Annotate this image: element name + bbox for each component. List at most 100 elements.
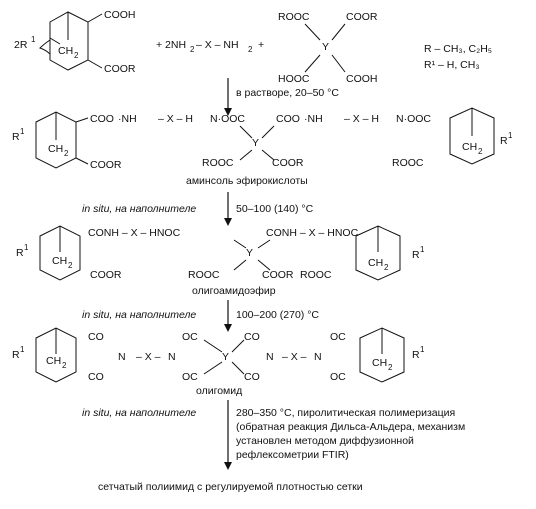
ch2-r3-sub: 2 [384,263,389,272]
ch2-bridge: CH [58,45,73,57]
amine-subscript: 2 [190,45,195,54]
ch2-right-sub: 2 [478,147,483,156]
step4-condition-line-2: (обратная реакция Дильса-Альдера, механи… [236,421,465,433]
ch2-subscript: 2 [74,51,79,60]
r1-r4-sup: 1 [420,345,425,354]
rooc-l3: ROOC [188,269,220,281]
final-product: сетчатый полиимид с регулируемой плотнос… [98,481,363,493]
x-chain-right: – X – H [344,113,379,125]
amine-subscript-2: 2 [248,45,253,54]
r1-right-sup: 1 [508,131,513,140]
central-y: Y [322,41,329,53]
r1-r3: R [412,249,420,261]
nh3-left: ·NH [118,113,137,125]
amine-salt: R 1 CH 2 COO ·NH – X – H N·OOC COOR Y RO… [12,107,513,171]
cooh-group: COOH [104,9,136,21]
r1-l3: R [16,247,24,259]
legend-r: R – CH₃, C₂H₅ [424,43,492,55]
arrow-head-3 [224,324,232,332]
amine-mid: – X – NH [196,39,239,51]
nh3-right: ·NH [304,113,323,125]
r1-left: R [12,131,20,143]
coor-l3: COOR [90,269,122,281]
ch2-left: CH [48,143,63,155]
n-r4b: N [314,351,322,363]
step1-condition: в растворе, 20–50 °C [236,87,339,99]
step2-condition-right: 50–100 (140) °C [236,203,314,215]
ch2-l4: CH [46,355,61,367]
coor-top-right: COOR [346,11,378,23]
oligoimide: R 1 CH 2 CO CO N – X – N OC OC Y CO CO N… [12,327,425,383]
step4-condition-line-1: 280–350 °C, пиролитическая полимеризация [236,407,455,419]
ch2-r4: CH [372,357,387,369]
oligoamidoester: R 1 CH 2 CONH – X – HNOC COOR Y ROOC COO… [16,225,425,281]
coor-l3-right: COOR [262,269,294,281]
n-r4: N [266,351,274,363]
product-label-3: олигомид [196,385,242,397]
plus-sign: + [258,39,264,51]
coor-group: COOR [104,63,136,75]
ch2-r4-sub: 2 [388,363,393,372]
r1-l4-sup: 1 [20,345,25,354]
ch2-r3: CH [368,257,383,269]
co-r4-top: CO [244,331,260,343]
coo-minus-right: COO [276,113,300,125]
tetraacid-ester: ROOC COOR Y HOOC COOH [278,11,378,85]
rooc-top-left: ROOC [278,11,310,23]
r1-l4: R [12,349,20,361]
n-l4: N [118,351,126,363]
rooc-salt: ROOC [202,157,234,169]
r1-right: R [500,135,508,147]
cooh-bottom-right: COOH [346,73,378,85]
amine-plus: + 2NH [156,39,186,51]
ch2-l4-sub: 2 [62,361,67,370]
step2-condition-left: in situ, на наполнителе [82,203,196,215]
x-l4: – X – [136,351,161,363]
rooc-right: ROOC [392,157,424,169]
arrow-head-2 [224,218,232,226]
coor-left: COOR [90,159,122,171]
x-chain-left: – X – H [158,113,193,125]
ch2-l3: CH [52,255,67,267]
r1-r3-sup: 1 [420,245,425,254]
arrow-head-4 [224,462,232,470]
n-l4b: N [168,351,176,363]
legend: R – CH₃, C₂H₅ R¹ – H, CH₃ [424,43,492,71]
reactant-anhydride-ester: 2R 1 CH 2 COOH COOR [14,9,136,75]
ch2-l3-sub: 2 [68,261,73,270]
step4-condition-line-3: установлен методом диффузионной [236,435,414,447]
conh-right: CONH – X – HNOC [266,227,359,239]
r1-l3-sup: 1 [24,243,29,252]
ch2-right: CH [462,141,477,153]
nooc-left: N·OOC [210,113,245,125]
ch2-left-sub: 2 [64,149,69,158]
step4-condition-line-4: рефлексометрии FTIR) [236,449,349,461]
coor-salt: COOR [272,157,304,169]
product-label-2: олигоамидоэфир [192,285,276,297]
oc-l4-bottom: OC [182,371,198,383]
hooc-bottom-left: HOOC [278,73,310,85]
co-l4-top: CO [88,331,104,343]
coo-minus-left: COO [90,113,114,125]
legend-r1: R¹ – H, CH₃ [424,59,480,71]
arrow-head-1 [224,108,232,116]
product-label-1: аминсоль эфирокислоты [186,175,308,187]
y-center-1: Y [252,137,259,149]
r1-left-sup: 1 [20,127,25,136]
oc-r4-top: OC [330,331,346,343]
reactant-coefficient: 2R [14,39,28,51]
y-center-2: Y [246,247,253,259]
co-r4-bottom: CO [244,371,260,383]
conh-left: CONH – X – HNOC [88,227,181,239]
rooc-r3: ROOC [300,269,332,281]
oc-l4-top: OC [182,331,198,343]
bicyclic-ring [39,11,89,71]
oc-r4-bottom: OC [330,371,346,383]
x-r4: – X – [282,351,307,363]
y-center-3: Y [222,351,229,363]
r1-r4: R [412,349,420,361]
nooc-right: N·OOC [396,113,431,125]
co-l4-bottom: CO [88,371,104,383]
step3-condition-right: 100–200 (270) °C [236,309,319,321]
